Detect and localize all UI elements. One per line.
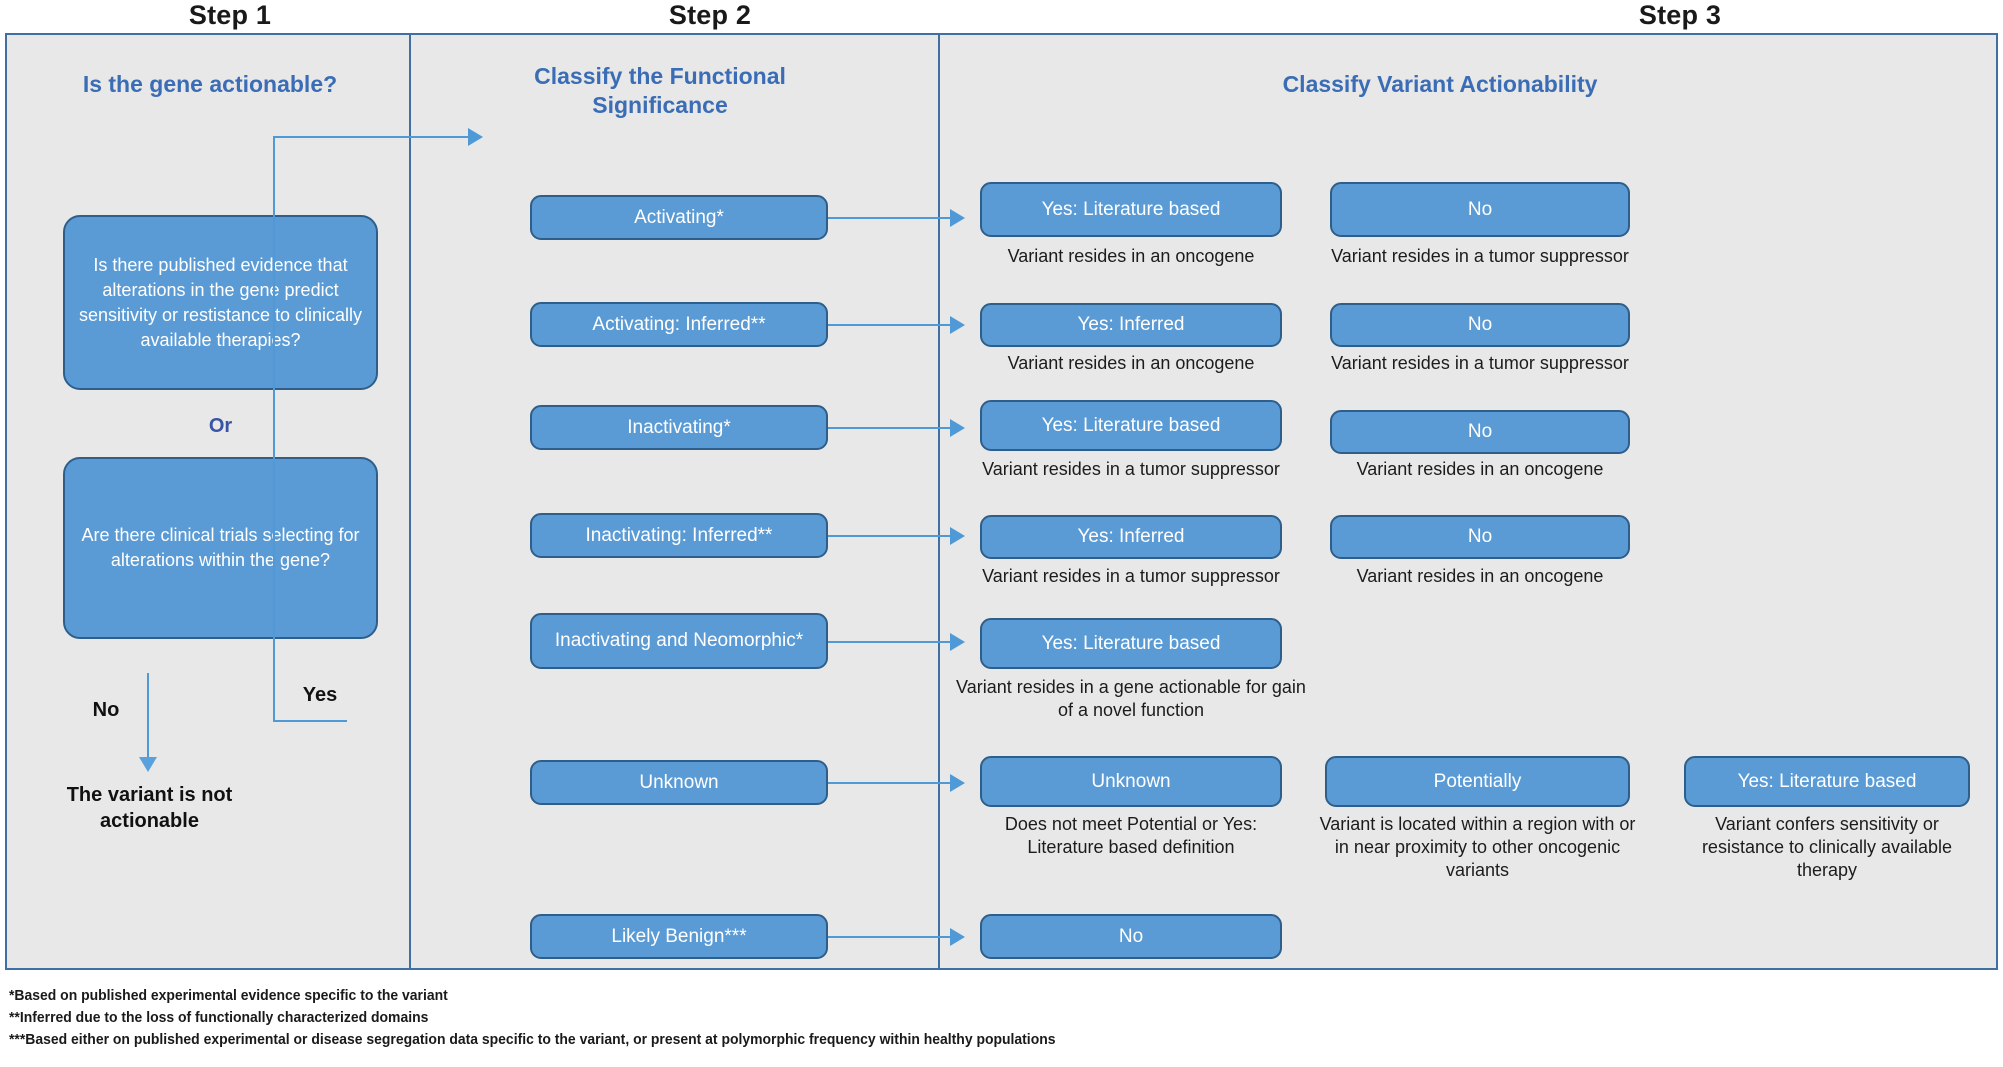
connector-row-3-arrow-icon	[950, 419, 965, 437]
step3-row4-primary-caption: Variant resides in a tumor suppressor	[982, 566, 1280, 586]
step3-row6-tertiary-box[interactable]: Yes: Literature based	[1684, 756, 1970, 807]
step3-row3-secondary-caption: Variant resides in an oncogene	[1356, 459, 1604, 479]
step2-item-activating[interactable]: Activating*	[530, 195, 828, 240]
step3-row4-secondary-caption: Variant resides in an oncogene	[1356, 566, 1604, 586]
step2-item-inactivating[interactable]: Inactivating*	[530, 405, 828, 450]
step1-or-label: Or	[208, 415, 233, 437]
step2-item-unknown[interactable]: Unknown	[530, 760, 828, 805]
step3-row6-secondary-caption: Variant is located within a region with …	[1319, 814, 1636, 880]
step3-row6-primary-caption: Does not meet Potential or Yes: Literatu…	[1004, 814, 1258, 857]
footnote-1: *Based on published experimental evidenc…	[9, 987, 448, 1004]
step3-row3-secondary-box[interactable]: No	[1330, 410, 1630, 454]
step1-yes-label: Yes	[302, 684, 338, 706]
step1-question-b-box[interactable]: Are there clinical trials selecting for …	[63, 457, 378, 639]
step3-row2-primary-caption: Variant resides in an oncogene	[1007, 353, 1255, 373]
connector-row-3	[828, 427, 952, 429]
connector-row-6	[828, 782, 952, 784]
column-title-step2: Classify the Functional Significance	[534, 63, 786, 118]
connector-row-5	[828, 641, 952, 643]
step1-no-arrow-icon	[139, 757, 157, 772]
step1-question-a-box[interactable]: Is there published evidence that alterat…	[63, 215, 378, 390]
step1-yes-connector-bottom	[273, 720, 347, 722]
step2-item-inactivating-inferred[interactable]: Inactivating: Inferred**	[530, 513, 828, 558]
connector-row-1	[828, 217, 952, 219]
column-divider-1	[409, 33, 411, 970]
connector-row-2	[828, 324, 952, 326]
column-title-step3: Classify Variant Actionability	[1282, 71, 1598, 97]
step3-row7-primary-box[interactable]: No	[980, 914, 1282, 959]
step3-row4-primary-box[interactable]: Yes: Inferred	[980, 515, 1282, 559]
step3-row1-secondary-box[interactable]: No	[1330, 182, 1630, 237]
step1-no-connector-line	[147, 673, 149, 761]
footnote-3: ***Based either on published experimenta…	[9, 1031, 1056, 1048]
step3-row2-secondary-box[interactable]: No	[1330, 303, 1630, 347]
step3-row3-primary-box[interactable]: Yes: Literature based	[980, 400, 1282, 451]
step3-row5-primary-caption: Variant resides in a gene actionable for…	[956, 677, 1306, 720]
step3-row1-primary-caption: Variant resides in an oncogene	[1007, 246, 1255, 266]
connector-row-5-arrow-icon	[950, 633, 965, 651]
step-header-1: Step 1	[188, 0, 272, 30]
step2-item-likely-benign[interactable]: Likely Benign***	[530, 914, 828, 959]
connector-row-4	[828, 535, 952, 537]
step1-yes-connector-vertical	[273, 136, 275, 722]
step3-row6-secondary-box[interactable]: Potentially	[1325, 756, 1630, 807]
step2-item-inactivating-neomorphic[interactable]: Inactivating and Neomorphic*	[530, 613, 828, 669]
step1-no-label: No	[92, 699, 120, 721]
step1-yes-arrow-icon	[468, 128, 483, 146]
footnotes: *Based on published experimental evidenc…	[9, 985, 1909, 1051]
step-header-2: Step 2	[668, 0, 752, 30]
connector-row-4-arrow-icon	[950, 527, 965, 545]
connector-row-6-arrow-icon	[950, 774, 965, 792]
step3-row3-primary-caption: Variant resides in a tumor suppressor	[982, 459, 1280, 479]
step3-row2-primary-box[interactable]: Yes: Inferred	[980, 303, 1282, 347]
step2-item-activating-inferred[interactable]: Activating: Inferred**	[530, 302, 828, 347]
step-header-3: Step 3	[1638, 0, 1722, 30]
step3-row5-primary-box[interactable]: Yes: Literature based	[980, 618, 1282, 669]
connector-row-1-arrow-icon	[950, 209, 965, 227]
column-divider-2	[938, 33, 940, 970]
step3-row6-primary-box[interactable]: Unknown	[980, 756, 1282, 807]
step1-yes-connector-top	[273, 136, 470, 138]
connector-row-7-arrow-icon	[950, 928, 965, 946]
step3-row1-secondary-caption: Variant resides in a tumor suppressor	[1331, 246, 1629, 266]
connector-row-7	[828, 936, 952, 938]
connector-row-2-arrow-icon	[950, 316, 965, 334]
step3-row1-primary-box[interactable]: Yes: Literature based	[980, 182, 1282, 237]
footnote-2: **Inferred due to the loss of functional…	[9, 1009, 429, 1026]
step3-row6-tertiary-caption: Variant confers sensitivity or resistanc…	[1701, 814, 1953, 880]
step1-no-outcome-label: The variant is not actionable	[66, 784, 233, 832]
column-title-step1: Is the gene actionable?	[82, 71, 338, 97]
step3-row2-secondary-caption: Variant resides in a tumor suppressor	[1331, 353, 1629, 373]
step3-row4-secondary-box[interactable]: No	[1330, 515, 1630, 559]
